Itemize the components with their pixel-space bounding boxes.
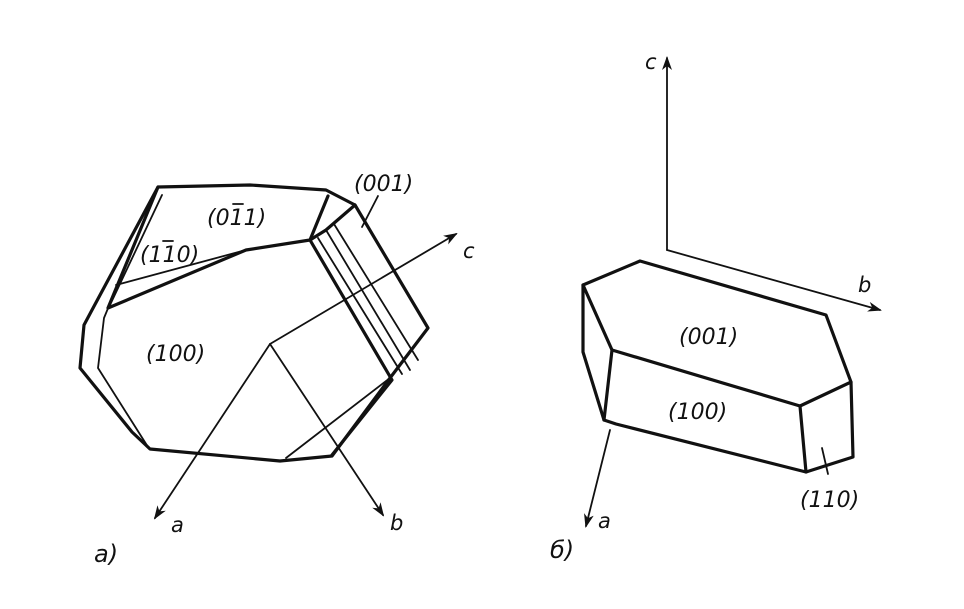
axis-a-b	[269, 343, 385, 517]
crystal-a-bottom-strip	[285, 377, 391, 459]
axis-label-a-c: c	[463, 239, 475, 263]
label-a-001: (001)	[354, 172, 413, 197]
label-a-0-11: (011)	[207, 206, 266, 231]
panel-label-b: б)	[550, 536, 574, 564]
crystal-b-outline	[581, 259, 855, 474]
axis-b-a	[584, 429, 611, 528]
label-a-1-10: (110)	[140, 243, 199, 268]
crystal-b	[581, 259, 855, 474]
label-a-100: (100)	[146, 342, 205, 367]
label-b-001: (001)	[679, 325, 738, 350]
axis-label-b-b: b	[858, 273, 871, 297]
crystal-a-top-face-inner	[109, 194, 163, 306]
label-b-100: (100)	[668, 400, 727, 425]
crystal-a-left-edge	[97, 186, 159, 448]
axis-label-a-a: a	[171, 513, 184, 537]
axis-label-b-c: c	[645, 50, 657, 74]
crystal-a-bottom-right	[308, 238, 394, 457]
leader-a-001	[361, 195, 379, 228]
crystal-b-left-edge	[602, 348, 614, 422]
axis-label-b-a: a	[598, 509, 611, 533]
crystal-a	[78, 183, 430, 463]
crystal-b-right-edge	[798, 404, 808, 474]
crystal-a-right-strips	[317, 223, 419, 375]
panel-label-a: а)	[94, 540, 118, 568]
axes-a	[153, 195, 458, 520]
crystal-a-outline	[78, 183, 430, 463]
axis-a-c	[269, 232, 458, 345]
axis-label-a-b: b	[390, 511, 403, 535]
axes-b	[584, 56, 882, 528]
crystal-b-top-front-edge	[581, 283, 853, 408]
label-b-110: (110)	[800, 488, 859, 513]
axis-a-a	[153, 343, 271, 520]
leader-b-110	[821, 447, 829, 475]
axis-b-b	[666, 249, 882, 312]
crystal-a-110-divider	[115, 249, 247, 286]
